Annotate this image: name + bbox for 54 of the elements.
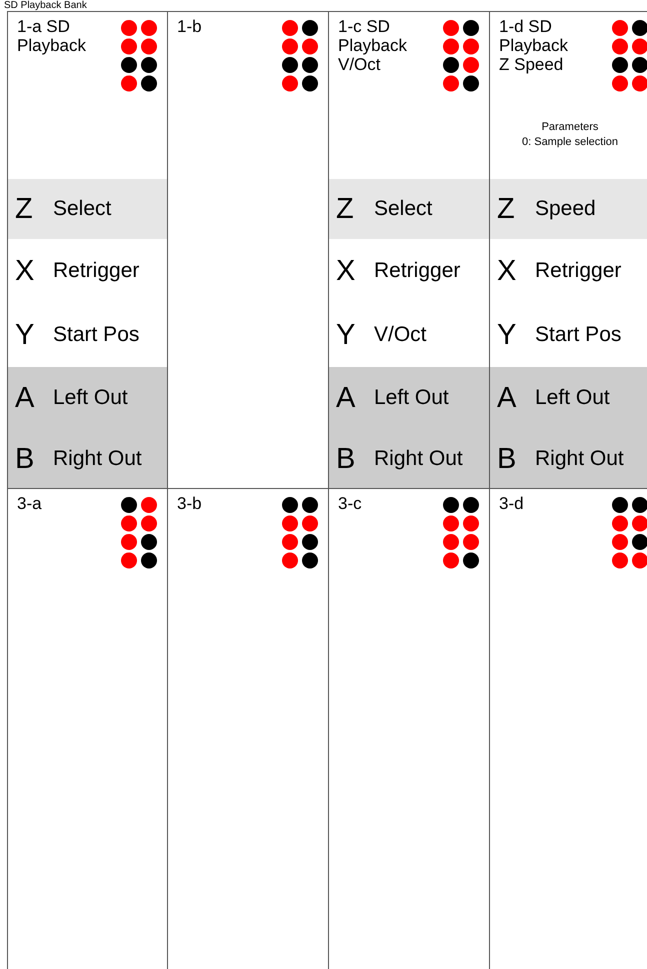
jack-letter: Z <box>15 193 33 225</box>
diagram-title: SD Playback Bank <box>4 0 87 11</box>
jack-label: V/Oct <box>374 323 427 347</box>
module-card <box>7 488 168 969</box>
parameter-note: 0: Sample selection <box>521 135 619 150</box>
jack-label: Left Out <box>53 386 128 410</box>
jack-letter: A <box>497 382 516 414</box>
jack-row <box>490 429 647 489</box>
jack-label: Right Out <box>535 447 624 471</box>
jack-label: Retrigger <box>374 259 460 283</box>
jack-letter: Z <box>336 193 354 225</box>
jack-label: Right Out <box>53 447 142 471</box>
module-card <box>489 11 647 489</box>
jack-letter: B <box>497 443 516 475</box>
jack-letter: X <box>15 255 34 287</box>
jack-letter: Y <box>336 319 356 351</box>
card-heading: 3-c <box>338 494 363 513</box>
card-heading: 1-b <box>177 17 203 36</box>
jack-label: Select <box>374 197 432 221</box>
card-heading: 1-c SD Playback V/Oct <box>338 17 408 74</box>
jack-label: Left Out <box>374 386 449 410</box>
jack-letter: A <box>15 382 34 414</box>
jack-label: Right Out <box>374 447 463 471</box>
jack-letter: Y <box>497 319 516 351</box>
jack-row <box>329 367 489 429</box>
jack-letter: A <box>336 382 356 414</box>
card-heading: 3-b <box>177 494 203 513</box>
jack-letter: Z <box>497 193 515 225</box>
jack-row <box>8 179 167 239</box>
jack-letter: B <box>336 443 356 475</box>
jack-row <box>329 429 489 489</box>
card-heading: 1-d SD Playback Z Speed <box>499 17 569 74</box>
note-heading: Parameters <box>540 120 600 135</box>
jack-label: Start Pos <box>53 323 140 347</box>
jack-label: Left Out <box>535 386 610 410</box>
jack-label: Retrigger <box>53 259 140 283</box>
jack-row <box>8 367 167 429</box>
jack-label: Select <box>53 197 112 221</box>
module-card <box>328 11 490 489</box>
jack-letter: X <box>497 255 516 287</box>
jack-letter: B <box>15 443 34 475</box>
jack-row <box>490 179 647 239</box>
jack-row <box>329 179 489 239</box>
jack-label: Retrigger <box>535 259 622 283</box>
jack-label: Speed <box>535 197 596 221</box>
card-heading: 1-a SD Playback <box>17 17 87 55</box>
jack-letter: Y <box>15 319 34 351</box>
jack-row <box>490 367 647 429</box>
card-heading: 3-d <box>499 494 525 513</box>
jack-row <box>8 429 167 489</box>
jack-label: Start Pos <box>535 323 622 347</box>
module-card <box>7 11 168 489</box>
jack-letter: X <box>336 255 356 287</box>
card-heading: 3-a <box>17 494 43 513</box>
